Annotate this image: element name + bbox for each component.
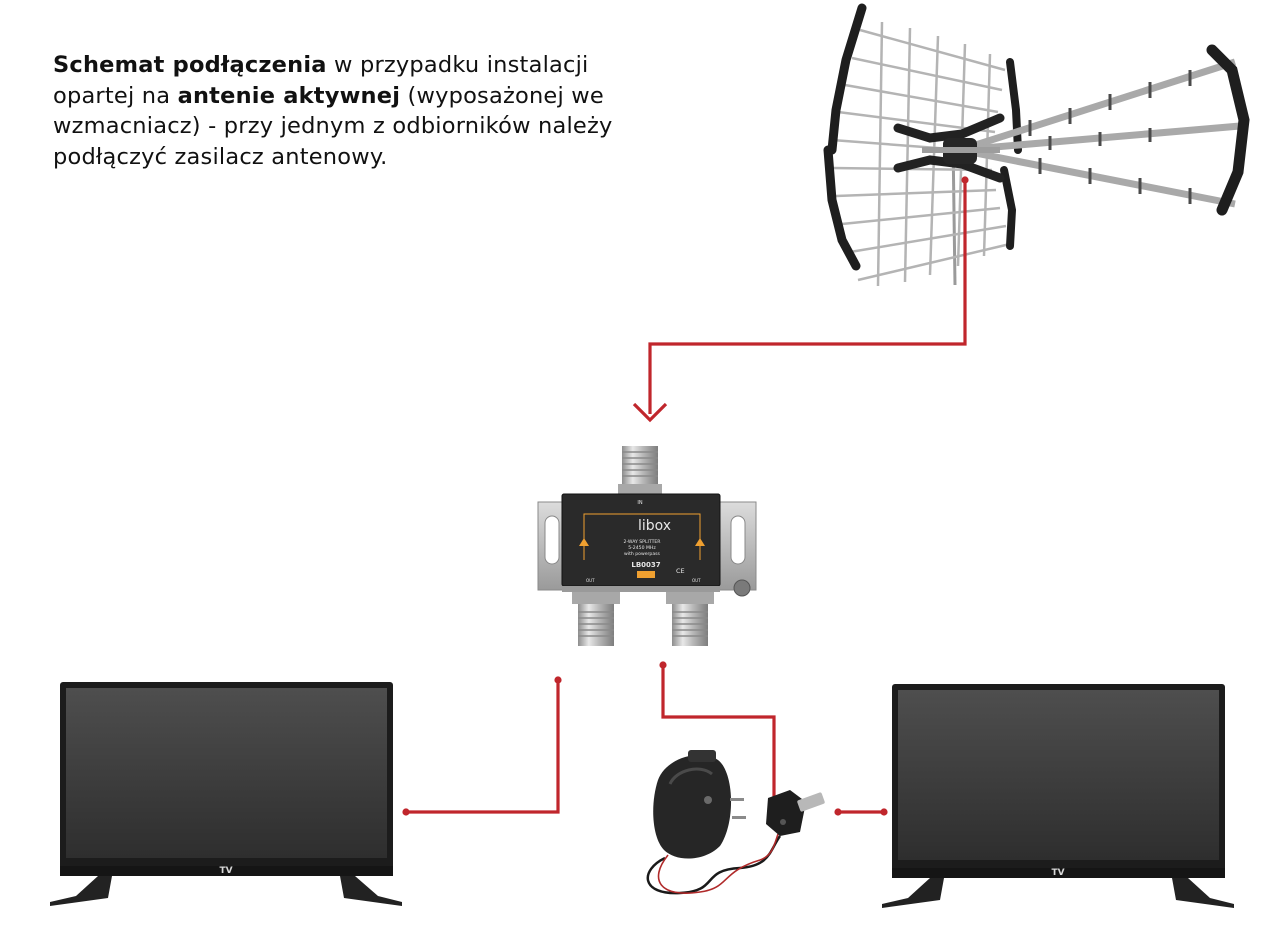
splitter-brand: libox: [638, 518, 671, 534]
cable-dot-antenna: [961, 176, 969, 184]
splitter-ce-mark: CE: [676, 567, 685, 575]
tv-icon: TV: [50, 682, 402, 906]
splitter-line3: with powerpass: [624, 551, 661, 557]
splitter-model: LB0037: [631, 561, 660, 569]
cable-power-supply-to-right-tv: [834, 808, 888, 816]
splitter-out-left: OUT: [586, 578, 595, 583]
caption: Schemat podłączenia w przypadku instalac…: [53, 50, 653, 172]
splitter-line1: 2-WAY SPLITTER: [624, 539, 662, 545]
antenna-icon: [823, 3, 1250, 287]
cable-splitter-to-left-tv: [406, 680, 560, 814]
cable-splitter-to-power-supply: [661, 665, 776, 812]
splitter-out-right: OUT: [692, 578, 701, 583]
tv-right-label: TV: [1051, 868, 1064, 878]
power-supply-icon: [646, 750, 825, 895]
cable-dot-splitter-right: [659, 661, 667, 669]
caption-text-4: (wyposażonej we wzmacniacz) - przy jedny…: [53, 82, 613, 170]
cable-dot-tv-left: [402, 808, 410, 816]
caption-bold-1: Schemat podłączenia: [53, 52, 327, 78]
cable-dot-splitter-left: [554, 676, 562, 684]
caption-bold-3: antenie aktywnej: [177, 82, 401, 109]
splitter-badge: [637, 571, 655, 578]
cable-antenna-to-splitter: [632, 180, 967, 423]
caption-text-2: w przypadku instalacji opartej na: [53, 52, 589, 109]
tv-left-label: TV: [219, 866, 232, 876]
splitter-in-label: IN: [637, 500, 642, 506]
splitter-icon: IN libox 2-WAY SPLITTER 5-2450 MHz with …: [537, 446, 757, 646]
splitter-line2: 5-2450 MHz: [628, 545, 656, 551]
tv-icon: TV: [882, 684, 1234, 908]
